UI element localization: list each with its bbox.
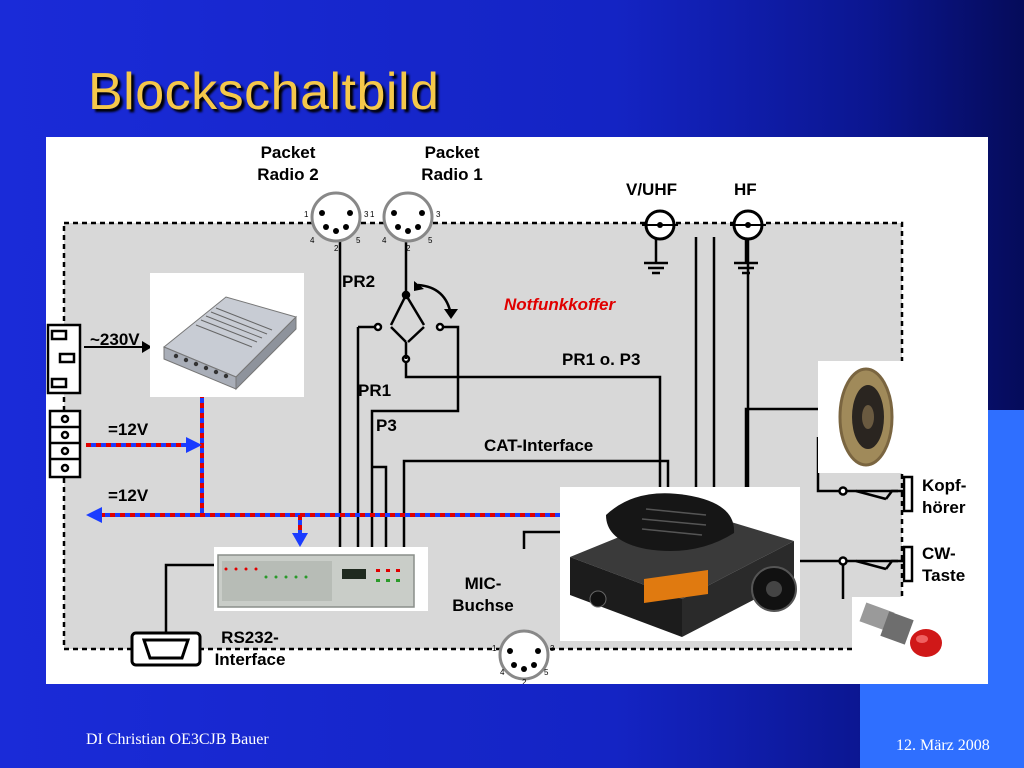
din1-pin-4: 4 (382, 236, 387, 245)
footer-author: DI Christian OE3CJB Bauer (86, 731, 269, 748)
mic-pin-2: 2 (522, 678, 527, 684)
block-diagram-panel: 1 3 4 5 2 1 3 4 5 2 1 3 4 5 2 Packet Rad… (46, 137, 988, 684)
mic-pin-3: 3 (550, 644, 555, 653)
signal-wires (164, 226, 904, 641)
din1-pin-2: 2 (406, 244, 411, 253)
block-diagram: 1 3 4 5 2 1 3 4 5 2 1 3 4 5 2 (46, 191, 948, 684)
label-p3: P3 (376, 416, 397, 435)
label-pr1: PR1 (358, 381, 392, 400)
mains-socket-icon (46, 323, 82, 395)
power-lines (86, 383, 592, 533)
ptc-modem-image (214, 547, 428, 611)
label-kopfhoerer: Kopf- hörer (922, 476, 967, 517)
label-12v-a: =12V (108, 420, 149, 439)
label-rs232-interface: RS232- Interface (214, 628, 286, 669)
din2-pin-2: 2 (334, 244, 339, 253)
mic-pin-1: 1 (492, 644, 497, 653)
label-230v: ~230V (90, 330, 140, 349)
coax-connectors (642, 209, 766, 241)
din2-pin-1: 1 (304, 210, 309, 219)
label-pr1-o-p3: PR1 o. P3 (562, 350, 641, 369)
jack-connectors (838, 475, 914, 583)
din2-pin-4: 4 (310, 236, 315, 245)
mic-pin-4: 4 (500, 668, 505, 677)
din-connector-mic (498, 629, 550, 681)
label-cw-taste: CW- Taste (922, 544, 966, 585)
din-connector-packet-radio-2 (310, 191, 362, 243)
label-packet-radio-2: Packet Radio 2 (257, 143, 319, 184)
power-supply-image (150, 273, 304, 397)
terminal-block-icon (48, 409, 82, 479)
label-pr2: PR2 (342, 272, 376, 291)
din-pin-labels: 1 3 4 5 2 1 3 4 5 2 1 3 4 5 2 (304, 210, 555, 684)
din2-pin-5: 5 (356, 236, 361, 245)
mic-pin-5: 5 (544, 668, 549, 677)
label-12v-b: =12V (108, 486, 149, 505)
din1-pin-3: 3 (436, 210, 441, 219)
speaker-image (818, 361, 904, 473)
footer-date: 12. März 2008 (896, 737, 990, 754)
transceiver-image (560, 487, 800, 641)
label-vuhf: V/UHF (626, 180, 677, 199)
slide-title: Blockschaltbild (88, 63, 440, 121)
pr-switch (373, 281, 458, 364)
mains-line (84, 341, 152, 353)
label-notfunkkoffer: Notfunkkoffer (504, 295, 616, 314)
din1-pin-1: 1 (370, 210, 375, 219)
din1-pin-5: 5 (428, 236, 433, 245)
ground-symbols (644, 261, 758, 275)
label-packet-radio-1: Packet Radio 1 (421, 143, 483, 184)
label-mic-buchse: MIC- Buchse (452, 574, 514, 615)
rs232-connector-icon (130, 631, 202, 667)
label-hf: HF (734, 180, 757, 199)
din-connector-packet-radio-1 (382, 191, 434, 243)
label-cat-interface: CAT-Interface (484, 436, 594, 455)
din2-pin-3: 3 (364, 210, 369, 219)
cw-key-image (852, 597, 948, 667)
